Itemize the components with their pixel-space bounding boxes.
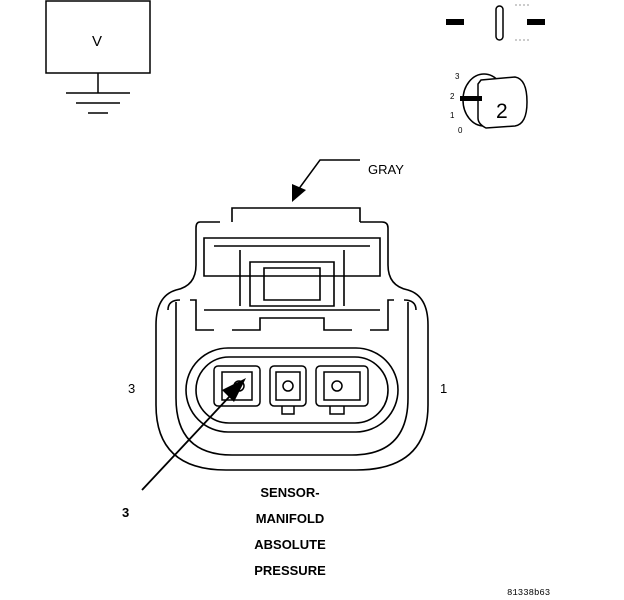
component-name-line: PRESSURE — [254, 563, 326, 578]
component-name-line: SENSOR- — [260, 485, 320, 500]
voltmeter-label: V — [92, 33, 103, 50]
dial-scale-0: 0 — [458, 126, 463, 135]
component-name: SENSOR- MANIFOLD ABSOLUTE PRESSURE — [210, 480, 370, 584]
voltmeter-symbol — [45, 0, 151, 114]
terminal-pin-2 — [269, 365, 307, 415]
connector-housing — [155, 207, 429, 471]
component-name-line: MANIFOLD — [255, 511, 325, 526]
pin-label-left: 3 — [128, 381, 136, 396]
figure-code: 81338b63 — [507, 588, 551, 598]
meter-leads-icon — [446, 4, 545, 41]
component-name-line: ABSOLUTE — [254, 537, 326, 552]
setting-dial-icon — [460, 73, 528, 129]
wire-color-pointer — [292, 159, 360, 202]
wire-color-label: GRAY — [368, 162, 404, 177]
terminal-pin-1 — [315, 365, 369, 415]
callout-label: 3 — [122, 505, 130, 520]
terminal-cavity — [185, 347, 399, 433]
dial-scale-2: 2 — [450, 92, 455, 101]
dial-scale-1: 1 — [450, 111, 455, 120]
pin-label-right: 1 — [440, 381, 448, 396]
dial-scale-3: 3 — [455, 72, 460, 81]
dial-setting-value: 2 — [496, 100, 508, 123]
callout-arrow — [141, 378, 246, 491]
